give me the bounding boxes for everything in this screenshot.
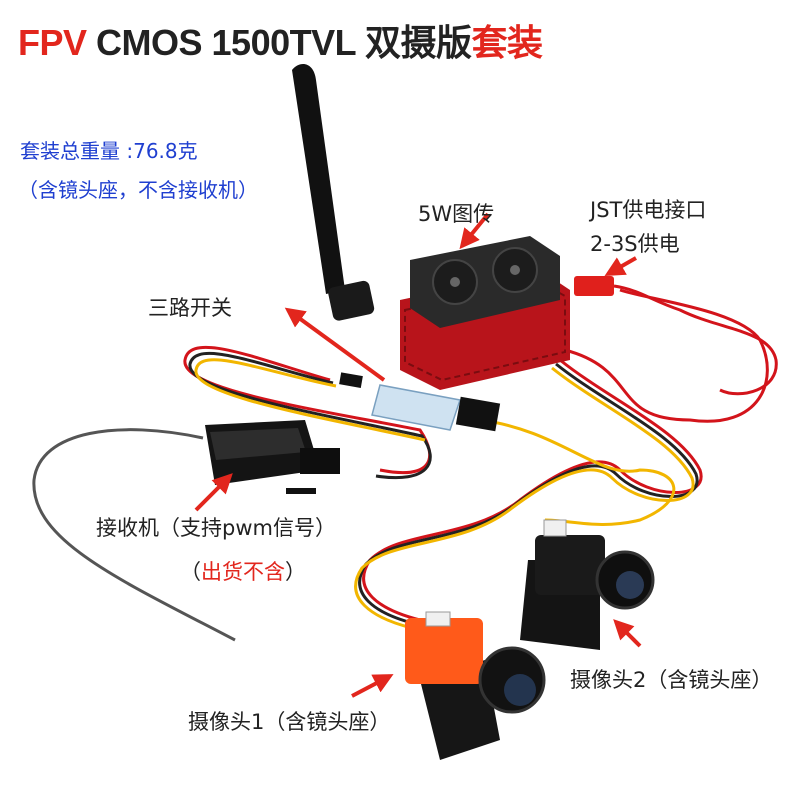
- receiver-label: 接收机（支持pwm信号）: [96, 516, 336, 540]
- jst-arrow: [604, 256, 637, 276]
- receiver-antenna-wire: [32, 428, 236, 642]
- receiver-arrow: [194, 473, 233, 512]
- title-model: CMOS 1500TVL 双摄版: [96, 22, 472, 63]
- camera-1: [405, 611, 546, 760]
- receiver: [205, 420, 340, 494]
- not-included-note: （出货不含）: [180, 556, 306, 586]
- three-way-switch: [339, 372, 501, 432]
- switch-label: 三路开关: [148, 296, 232, 320]
- jst-label-line-1: JST供电接口: [590, 198, 707, 222]
- camera2-arrow: [613, 619, 642, 648]
- camera-2: [520, 519, 655, 650]
- title-suffix: 套装: [471, 22, 543, 63]
- not-included-text: 出货不含: [201, 560, 285, 584]
- not-included-close-paren: ）: [285, 560, 306, 584]
- vtx-transmitter: [400, 236, 570, 390]
- vtx-arrow: [459, 212, 490, 250]
- camera2-label: 摄像头2（含镜头座）: [570, 668, 773, 692]
- not-included-open-paren: （: [180, 560, 201, 584]
- weight-line-2: （含镜头座，不含接收机）: [18, 178, 258, 202]
- camera-harness: [354, 288, 769, 630]
- camera1-arrow: [351, 674, 394, 698]
- jst-label-line-2: 2-3S供电: [590, 232, 680, 256]
- camera1-label: 摄像头1（含镜头座）: [188, 710, 391, 734]
- jst-connector: [574, 276, 778, 396]
- product-title: FPV CMOS 1500TVL 双摄版套装: [18, 14, 543, 66]
- vtx-label: 5W图传: [418, 202, 495, 226]
- weight-line-1: 套装总重量 :76.8克: [20, 139, 198, 163]
- title-fpv: FPV: [18, 22, 87, 63]
- switch-arrow: [284, 307, 386, 382]
- switch-wires: [183, 345, 432, 480]
- vtx-antenna: [292, 64, 375, 321]
